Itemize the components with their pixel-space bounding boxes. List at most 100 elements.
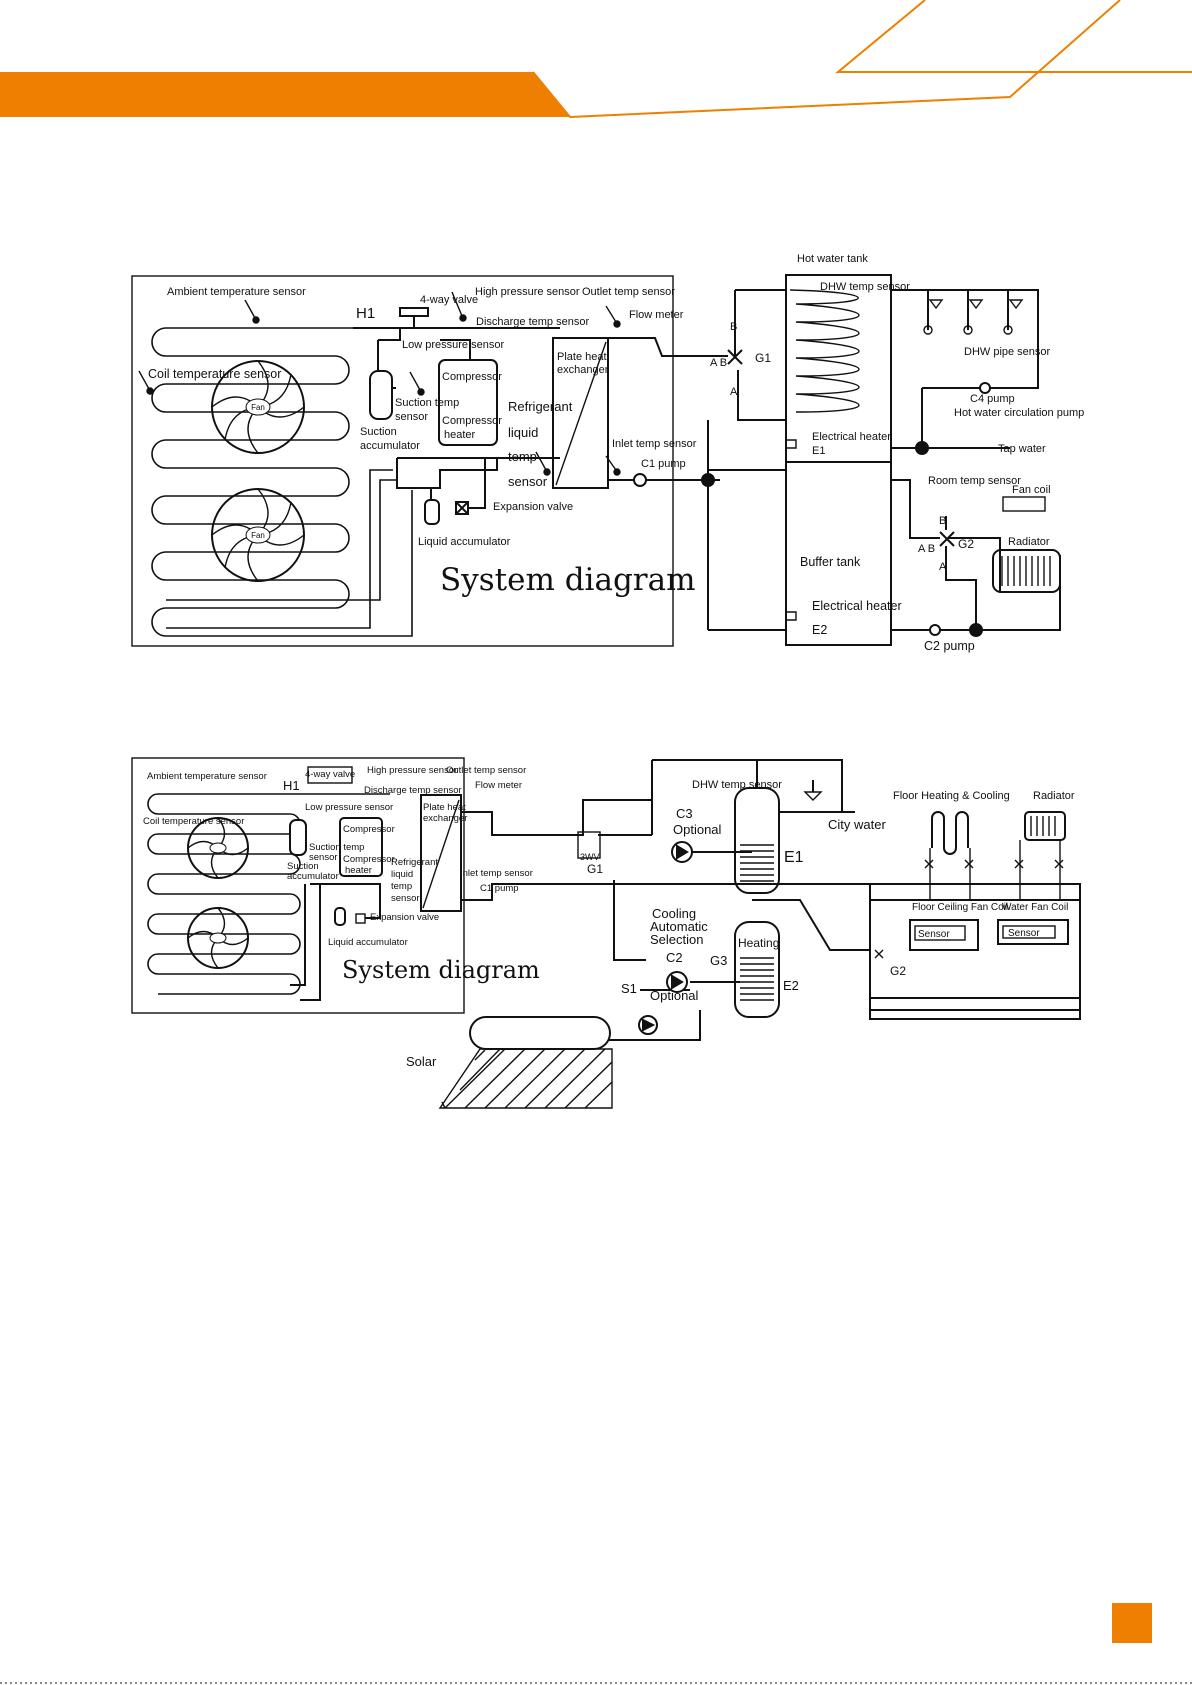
d2-suction-acc1-label: Suction <box>287 861 319 872</box>
d1-radiator-label: Radiator <box>1008 536 1050 548</box>
hot-water-tank-coil <box>789 289 860 413</box>
d1-coil-label: Coil temperature sensor <box>148 367 281 381</box>
header-line-upper <box>835 0 1192 73</box>
plate-heat-exchanger-2 <box>420 794 462 912</box>
d2-s1-label: S1 <box>621 981 637 996</box>
fan-upper-2 <box>187 817 249 879</box>
refrigerant-piping <box>353 307 560 525</box>
d2-g1-label: G1 <box>587 862 603 876</box>
d2-flow-label: Flow meter <box>475 780 522 791</box>
d1-a2-label: A <box>939 561 947 573</box>
radiator-unit <box>992 549 1061 593</box>
d2-cool1-label: Cooling <box>652 906 696 921</box>
distribution-manifold <box>870 899 1080 1011</box>
d1-buffer-label: Buffer tank <box>800 555 861 569</box>
d2-ref1-label: Refrigerant <box>391 857 438 868</box>
d1-room-label: Room temp sensor <box>928 475 1021 487</box>
header-orange-band <box>0 72 570 117</box>
d1-expansion-label: Expansion valve <box>493 501 573 513</box>
d1-fancoil-label: Fan coil <box>1012 484 1051 496</box>
d1-suction-temp2-label: sensor <box>395 411 428 423</box>
d2-cool3-label: Selection <box>650 932 703 947</box>
d2-liquid-acc-label: Liquid accumulator <box>328 937 408 948</box>
d1-high-pressure-label: High pressure sensor <box>475 286 580 298</box>
d1-liquid-acc-label: Liquid accumulator <box>418 536 511 548</box>
d2-floor-label: Floor Heating & Cooling <box>893 790 1010 802</box>
d2-low-pressure-label: Low pressure sensor <box>305 802 393 813</box>
d1-low-pressure-label: Low pressure sensor <box>402 339 504 351</box>
fan-lower-2 <box>187 907 249 969</box>
d2-sensor2-label: Sensor <box>1008 928 1040 939</box>
d2-suction-temp2-label: sensor <box>309 852 338 863</box>
d2-title: System diagram <box>342 956 540 984</box>
d2-dhw-temp-label: DHW temp sensor <box>692 779 782 791</box>
d1-ref2-label: liquid <box>508 425 538 440</box>
d1-c2-label: C2 pump <box>924 639 975 653</box>
system-diagram-2: System diagram <box>131 757 1081 1109</box>
fan-lower: Fan <box>211 488 305 582</box>
d2-discharge-label: Discharge temp sensor <box>364 785 462 796</box>
d1-suction-temp1-label: Suction temp <box>395 397 459 409</box>
d2-suction-acc2-label: accumulator <box>287 871 339 882</box>
heating-tank-2 <box>734 921 780 1018</box>
d2-ref4-label: sensor <box>391 893 420 904</box>
system-diagram-1: Fan Fan <box>131 253 1084 653</box>
d2-high-pressure-label: High pressure sensor <box>367 765 457 776</box>
header-decoration <box>0 0 1192 119</box>
d1-tap-label: Tap water <box>998 443 1046 455</box>
d1-c1-label: C1 pump <box>641 458 686 470</box>
d2-g2-label: G2 <box>890 964 906 978</box>
fcfc-unit <box>909 919 979 951</box>
d1-h1-label: H1 <box>356 305 375 322</box>
d2-plate2-label: exchanger <box>423 813 467 824</box>
d1-compressor-label: Compressor <box>442 371 502 383</box>
d2-c2-label: C2 <box>666 950 683 965</box>
evaporator-coil <box>151 327 560 637</box>
d2-radiator-label: Radiator <box>1033 790 1075 802</box>
d1-plate1-label: Plate heat <box>557 351 607 363</box>
d1-c4-label: C4 pump <box>970 393 1015 405</box>
d1-4way-label: 4-way valve <box>420 294 478 306</box>
fan-coil-unit <box>1002 496 1046 512</box>
d1-ref4-label: sensor <box>508 474 548 489</box>
d2-g3-label: G3 <box>710 953 727 968</box>
distribution-frame <box>869 883 1081 1020</box>
d1-flow-label: Flow meter <box>629 309 684 321</box>
water-piping-1 <box>608 289 786 631</box>
d2-comp-heater2-label: heater <box>345 865 372 876</box>
d1-dhw-pipe-label: DHW pipe sensor <box>964 346 1051 358</box>
valve-3wv <box>577 831 601 859</box>
d1-b2-label: B <box>939 515 946 527</box>
page-number-box <box>1112 1603 1152 1643</box>
d2-heating-label: Heating <box>738 936 779 950</box>
d1-comp-heater1-label: Compressor <box>442 415 502 427</box>
d1-a1-label: A <box>730 386 738 398</box>
d1-c4-desc-label: Hot water circulation pump <box>954 407 1084 419</box>
d2-ambient-label: Ambient temperature sensor <box>147 771 267 782</box>
d2-cool2-label: Automatic <box>650 919 708 934</box>
d2-suction-temp1-label: Suction temp <box>309 842 364 853</box>
d2-e2-label: E2 <box>783 978 799 993</box>
d1-title: System diagram <box>440 562 696 598</box>
header-line-lower <box>532 0 1121 119</box>
d1-hot-tank-label: Hot water tank <box>797 253 868 265</box>
dhw-piping <box>891 289 1039 455</box>
d1-ab1-label: A B <box>710 357 727 369</box>
electric-heater-elements <box>786 439 797 621</box>
d1-inlet-label: Inlet temp sensor <box>612 438 697 450</box>
d2-sensor1-label: Sensor <box>918 929 950 940</box>
d1-e1-label: E1 <box>812 445 825 457</box>
dhw-tank-2 <box>734 787 780 894</box>
city-water-piping <box>756 760 850 813</box>
d1-g2-label: G2 <box>958 537 974 551</box>
d1-suction-acc2-label: accumulator <box>360 440 420 452</box>
d2-city-label: City water <box>828 817 886 832</box>
refrigerant-piping-2 <box>289 766 383 1001</box>
radiator-2 <box>1024 811 1066 841</box>
d1-discharge-label: Discharge temp sensor <box>476 316 589 328</box>
d1-plate2-label: exchanger <box>557 364 609 376</box>
d1-b1-label: B <box>730 321 737 333</box>
d2-c1-label: C1 pump <box>480 883 519 894</box>
d2-coil-label: Coil temperature sensor <box>143 816 244 827</box>
